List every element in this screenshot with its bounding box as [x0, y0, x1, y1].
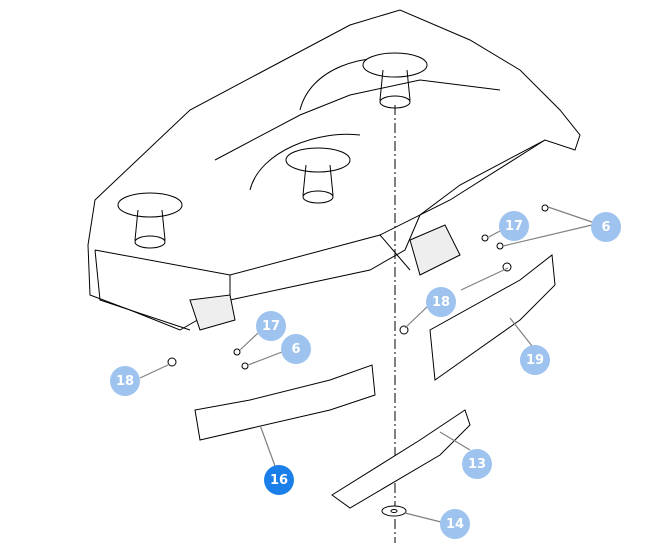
- spindle-center: [285, 147, 351, 204]
- washer-part-14: [381, 505, 407, 517]
- callout-18-right[interactable]: 18: [426, 287, 456, 317]
- callout-16-selected[interactable]: 16: [264, 465, 294, 495]
- callout-17-right[interactable]: 17: [499, 211, 529, 241]
- baffle-left-part-16: [194, 364, 376, 441]
- callout-6-left[interactable]: 6: [281, 334, 311, 364]
- callout-18-left[interactable]: 18: [110, 366, 140, 396]
- baffle-right-part-19: [429, 254, 556, 381]
- spindle-right: [362, 52, 428, 109]
- callout-13[interactable]: 13: [462, 449, 492, 479]
- leader-lines: [139, 206, 593, 523]
- callout-6-right[interactable]: 6: [591, 212, 621, 242]
- callout-17-left[interactable]: 17: [256, 311, 286, 341]
- spindle-left: [117, 192, 183, 249]
- callout-19[interactable]: 19: [520, 345, 550, 375]
- callout-14[interactable]: 14: [440, 509, 470, 539]
- blade-part-13: [331, 409, 471, 509]
- hardware: [167, 204, 549, 370]
